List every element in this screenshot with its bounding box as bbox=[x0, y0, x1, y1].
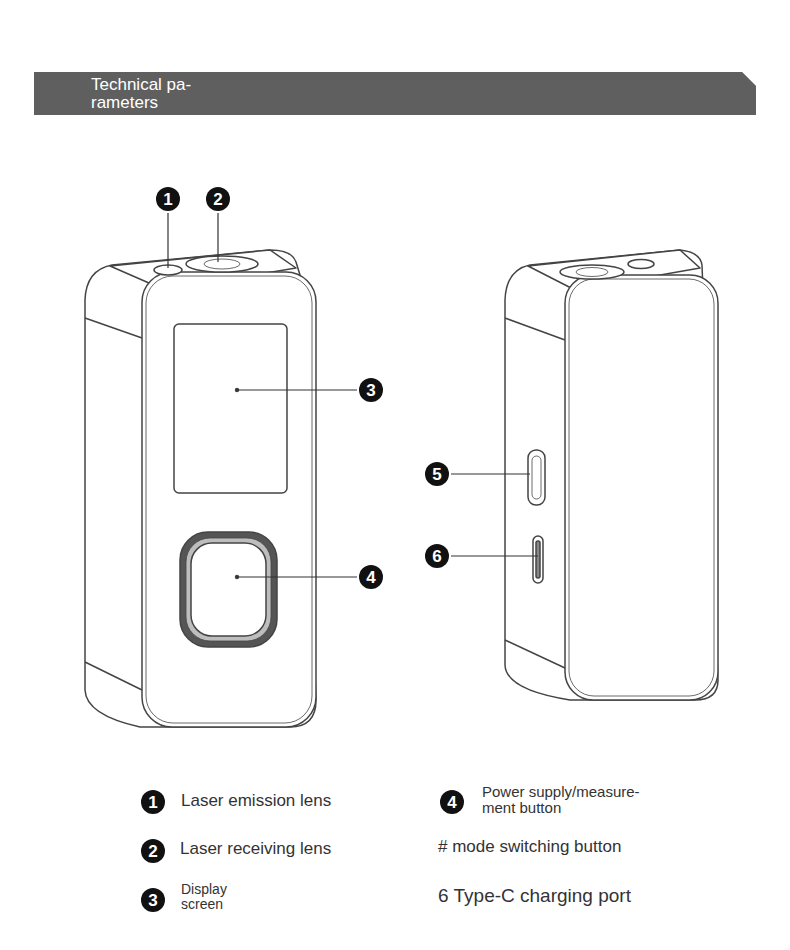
legend-text: Laser emission lens bbox=[181, 792, 421, 810]
fold-line bbox=[742, 72, 756, 86]
callout-number: 3 bbox=[141, 888, 165, 912]
callout-number: 2 bbox=[206, 187, 230, 211]
callout-number: 1 bbox=[141, 790, 165, 814]
callout-number: 6 bbox=[425, 544, 449, 568]
header-title: Technical pa- rameters bbox=[91, 76, 221, 112]
legend-text: # mode switching button bbox=[438, 838, 738, 856]
left-device bbox=[85, 250, 316, 727]
callout-number: 5 bbox=[425, 462, 449, 486]
callout-number: 4 bbox=[440, 790, 464, 814]
folded-corner bbox=[742, 72, 756, 86]
legend-text: Display screen bbox=[181, 882, 243, 911]
legend-text: Laser receiving lens bbox=[180, 840, 420, 858]
callout-number: 1 bbox=[156, 187, 180, 211]
legend-text: 6 Type-C charging port bbox=[438, 886, 758, 906]
callout-number: 4 bbox=[359, 565, 383, 589]
header-band bbox=[34, 72, 756, 115]
right-device bbox=[505, 250, 718, 700]
legend-text: Power supply/measure- ment button bbox=[482, 784, 660, 816]
callout-number: 2 bbox=[141, 839, 165, 863]
callout-number: 3 bbox=[359, 378, 383, 402]
leader-lines bbox=[168, 213, 538, 577]
